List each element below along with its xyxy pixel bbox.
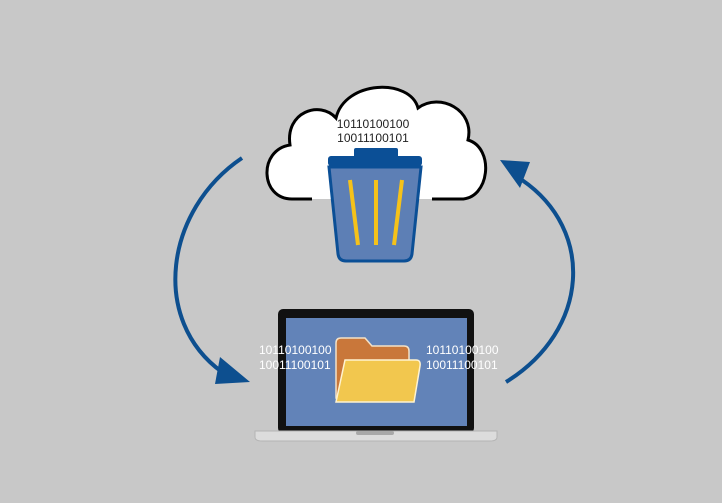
laptop-right-binary-line-2: 10011100101: [426, 358, 498, 372]
left-arrow: [173, 156, 250, 384]
laptop-left-binary-line-2: 10011100101: [259, 358, 331, 372]
cloud-binary-line-2: 10011100101: [337, 131, 409, 145]
folder-icon: [335, 337, 421, 403]
laptop-right-binary-line-1: 10110100100: [426, 343, 499, 357]
cloud-binary-line-1: 10110100100: [337, 117, 410, 131]
trash-can-icon: [327, 148, 423, 263]
cloud-icon: [265, 85, 488, 201]
right-arrow: [500, 160, 576, 384]
left-arrowhead-icon: [215, 357, 250, 384]
laptop-left-binary-line-1: 10110100100: [259, 343, 332, 357]
right-arrowhead-icon: [500, 160, 530, 188]
